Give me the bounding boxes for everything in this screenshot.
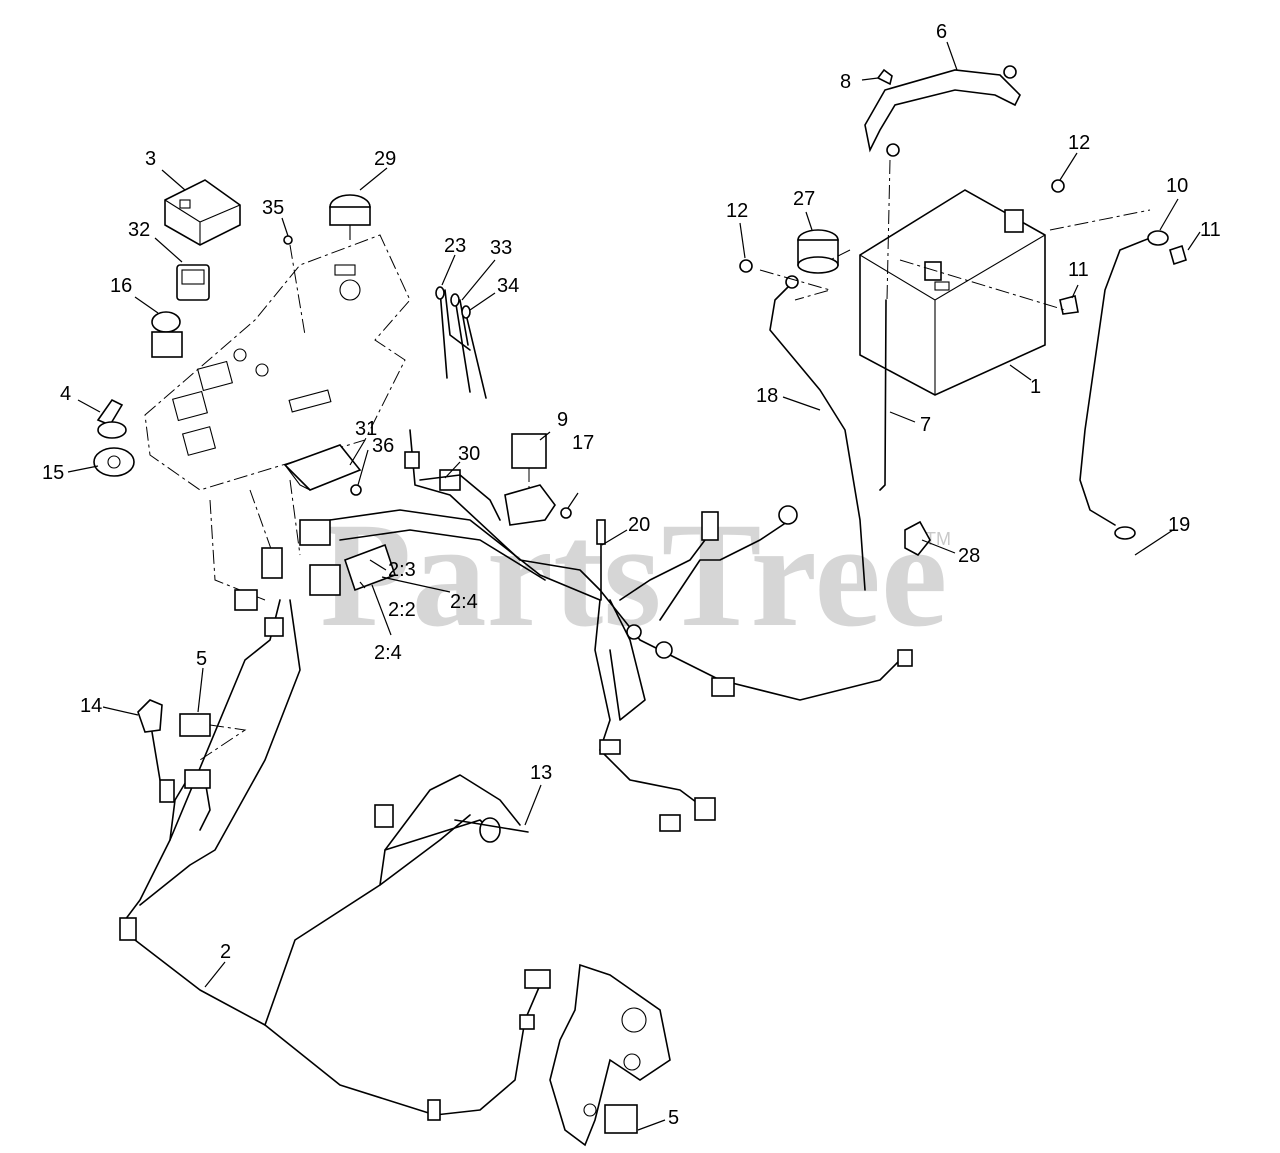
part-15-ignition-switch[interactable] [93, 421, 135, 477]
callout-12-right: 12 [1068, 132, 1090, 154]
part-32-switch[interactable] [176, 264, 210, 301]
callout-34: 34 [497, 275, 519, 297]
part-11-bolt-lower[interactable] [1059, 295, 1079, 315]
callout-23: 23 [444, 235, 466, 257]
callout-2-3: 2:3 [388, 559, 416, 581]
callout-12-left: 12 [726, 200, 748, 222]
callout-27: 27 [793, 188, 815, 210]
callout-16: 16 [110, 275, 132, 297]
control-console-panel [144, 234, 411, 601]
callout-6: 6 [936, 21, 947, 43]
part-29-power-outlet[interactable] [329, 194, 371, 240]
callout-14: 14 [80, 695, 102, 717]
part-3-display-module[interactable] [164, 179, 241, 246]
part-28-terminal-boot[interactable] [904, 520, 931, 557]
assembly-line [829, 209, 1151, 311]
callout-15: 15 [42, 462, 64, 484]
callout-28: 28 [958, 545, 980, 567]
part-5-switch-lower[interactable] [604, 1104, 638, 1134]
part-20-fuse-holder[interactable] [596, 519, 606, 601]
part-31-control-module[interactable] [283, 444, 362, 491]
part-5-switch-upper[interactable] [179, 713, 247, 761]
callout-2-4-right: 2:4 [450, 591, 478, 613]
part-14-switch[interactable] [137, 699, 163, 781]
callout-20: 20 [628, 514, 650, 536]
callout-13: 13 [530, 762, 552, 784]
part-17-screw[interactable] [560, 507, 572, 519]
callout-29: 29 [374, 148, 396, 170]
part-13-cable-tie[interactable] [454, 819, 529, 833]
callout-labels: 1 2 2:2 2:3 2:4 2:4 3 4 5 5 6 7 8 9 10 1… [42, 21, 1221, 1129]
part-30-jumper[interactable] [419, 474, 501, 521]
part-27-terminal-cover[interactable] [797, 229, 839, 274]
callout-2-2: 2:2 [388, 599, 416, 621]
leader-lines [67, 41, 1201, 1131]
callout-1: 1 [1030, 376, 1041, 398]
callout-8: 8 [840, 71, 851, 93]
callout-17: 17 [572, 432, 594, 454]
callout-30: 30 [458, 443, 480, 465]
part-35-screw[interactable] [283, 235, 306, 336]
part-18-negative-cable[interactable] [769, 275, 866, 591]
pedal-bracket [549, 963, 671, 1147]
callout-5-upper: 5 [196, 648, 207, 670]
relay-socket [504, 484, 556, 526]
part-16-throttle-knob[interactable] [151, 311, 183, 358]
callout-3: 3 [145, 148, 156, 170]
callout-36: 36 [372, 435, 394, 457]
part-7-j-bolt[interactable] [879, 159, 891, 491]
callout-31: 31 [355, 418, 377, 440]
part-10-19-positive-cable[interactable] [1079, 230, 1169, 540]
part-23-33-34-jumper-wires[interactable] [435, 286, 487, 399]
callout-5-lower: 5 [668, 1107, 679, 1129]
callout-33: 33 [490, 237, 512, 259]
callout-18: 18 [756, 385, 778, 407]
part-9-relay[interactable] [511, 433, 547, 490]
callout-19: 19 [1168, 514, 1190, 536]
callout-35: 35 [262, 197, 284, 219]
callout-2-4-bottom: 2:4 [374, 642, 402, 664]
part-36-nut[interactable] [350, 484, 362, 496]
callout-9: 9 [557, 409, 568, 431]
part-8-wing-nut[interactable] [876, 68, 893, 86]
part-12-nut-left[interactable] [739, 259, 753, 273]
callout-10: 10 [1166, 175, 1188, 197]
part-6-hold-down-bracket[interactable] [864, 65, 1021, 157]
callout-11-center: 11 [1068, 259, 1089, 281]
part-1-battery[interactable] [859, 189, 1046, 396]
callout-7: 7 [920, 414, 931, 436]
callout-2: 2 [220, 941, 231, 963]
callout-4: 4 [60, 383, 71, 405]
harness-connectors [119, 451, 913, 1121]
part-4-key[interactable] [96, 398, 124, 427]
callout-11-right: 11 [1200, 219, 1221, 241]
part-11-bolt-upper[interactable] [1169, 244, 1187, 266]
part-12-nut-right[interactable] [1051, 179, 1065, 193]
callout-32: 32 [128, 219, 150, 241]
